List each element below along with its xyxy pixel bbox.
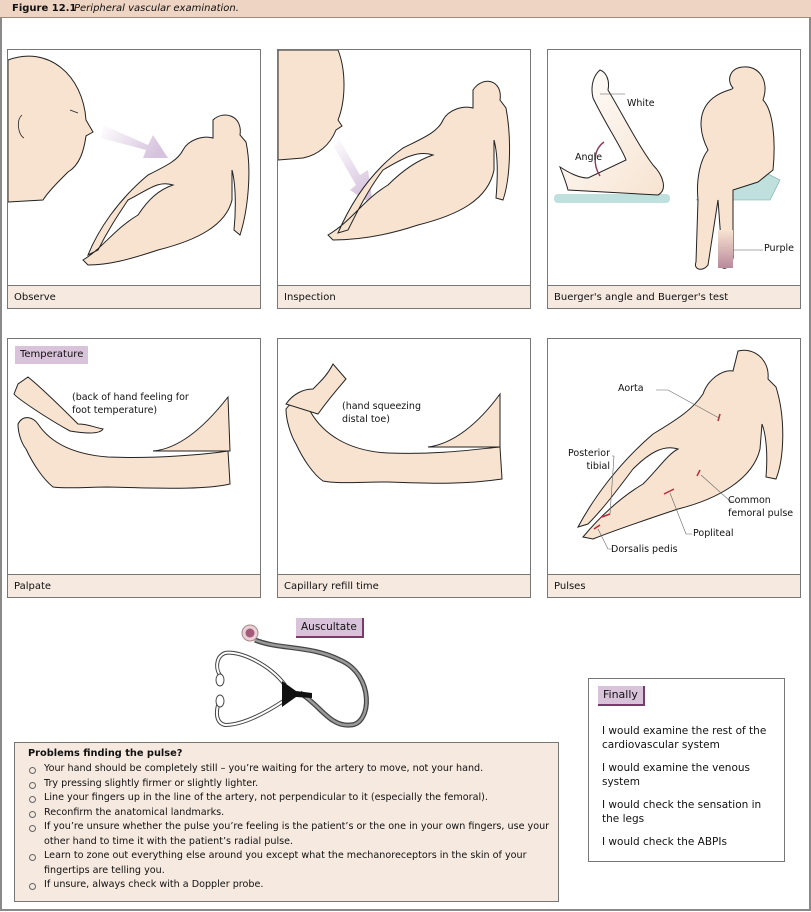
- figure-header: Figure 12.1 Peripheral vascular examinat…: [0, 0, 811, 18]
- problems-item: Your hand should be completely still – y…: [29, 762, 554, 777]
- gaze-arrow-icon: [101, 125, 168, 158]
- problems-title: Problems finding the pulse?: [28, 748, 183, 759]
- popliteal-pulse-mark: [663, 488, 675, 495]
- panel-inspection: Inspection: [277, 49, 531, 309]
- leg-icon: [285, 402, 503, 484]
- label-common-femoral: Common femoral pulse: [728, 495, 794, 519]
- panel-buerger: White Angle Purple Buerger's angle and B…: [547, 49, 801, 309]
- figure-number: Figure 12.1: [12, 3, 77, 14]
- finally-item: I would check the sensation in the legs: [602, 799, 762, 825]
- problems-item: If you’re unsure whether the pulse you’r…: [29, 820, 554, 849]
- aorta-pulse-mark: [717, 413, 721, 422]
- raised-leg-icon: [559, 69, 664, 196]
- problems-item-text: Learn to zone out everything else around…: [44, 850, 527, 876]
- panel-caption: Observe: [8, 285, 260, 308]
- panel-capillary-refill: (hand squeezing distal toe) Capillary re…: [277, 338, 531, 598]
- examiner-hand-icon: [285, 363, 347, 415]
- label-angle: Angle: [575, 152, 603, 163]
- problems-item-text: Line your fingers up in the line of the …: [44, 792, 488, 803]
- panel-caption: Buerger's angle and Buerger's test: [548, 285, 800, 308]
- problems-list: Your hand should be completely still – y…: [29, 762, 554, 893]
- bullet-icon: [29, 796, 36, 803]
- other-foot-icon: [427, 392, 501, 448]
- problems-item: Learn to zone out everything else around…: [29, 849, 554, 878]
- seated-patient-icon: [694, 66, 775, 270]
- patient-figure-icon: [576, 349, 784, 540]
- patient-figure-icon: [327, 80, 511, 241]
- panel-caption: Capillary refill time: [278, 574, 530, 597]
- problems-item-text: Reconfirm the anatomical landmarks.: [44, 806, 225, 818]
- palpate-note: (back of hand feeling for foot temperatu…: [72, 392, 189, 416]
- problems-item-text: If unsure, always check with a Doppler p…: [44, 879, 264, 890]
- inspection-illustration: [278, 50, 511, 241]
- panel-caption: Palpate: [8, 574, 260, 597]
- couch-icon: [554, 194, 670, 203]
- other-foot-icon: [152, 395, 231, 452]
- leg-icon: [17, 417, 231, 489]
- examiner-hand-icon: [13, 376, 104, 434]
- bullet-icon: [29, 781, 36, 789]
- bullet-icon: [29, 883, 36, 890]
- bullet-icon: [29, 767, 36, 774]
- problems-box: Problems finding the pulse? Your hand sh…: [14, 742, 559, 902]
- patient-figure-icon: [82, 114, 250, 266]
- problems-item: If unsure, always check with a Doppler p…: [29, 878, 554, 893]
- bullet-icon: [29, 854, 36, 861]
- capillary-note: (hand squeezing distal toe): [342, 401, 421, 425]
- dorsalis-pedis-pulse-mark: [593, 524, 601, 530]
- label-dorsalis-pedis: Dorsalis pedis: [611, 544, 678, 555]
- finally-box: Finally I would examine the rest of the …: [588, 678, 785, 862]
- femoral-pulse-mark: [696, 469, 701, 477]
- problems-item: Reconfirm the anatomical landmarks.: [29, 806, 554, 821]
- label-purple: Purple: [764, 243, 795, 254]
- problems-item: Line your fingers up in the line of the …: [29, 791, 554, 806]
- finally-item: I would examine the venous system: [602, 762, 750, 788]
- posterior-tibial-pulse-mark: [601, 513, 611, 518]
- buerger-illustration: [554, 66, 781, 270]
- observer-head-icon: [278, 50, 345, 161]
- panel-caption: Inspection: [278, 285, 530, 308]
- problems-item-text: Your hand should be completely still – y…: [44, 763, 484, 774]
- capillary-refill-illustration: [285, 363, 503, 484]
- panel-pulses: Aorta Posterior tibial Common femoral pu…: [547, 338, 801, 598]
- angle-arrow-icon: [594, 141, 605, 177]
- bullet-icon: [29, 825, 36, 832]
- finally-item: I would check the ABPIs: [602, 836, 727, 848]
- label-white: White: [627, 98, 655, 109]
- problems-item-text: Try pressing slightly firmer or slightly…: [44, 777, 259, 789]
- label-aorta: Aorta: [618, 383, 644, 394]
- observe-illustration: [8, 55, 250, 266]
- figure-title: Peripheral vascular examination.: [74, 3, 239, 14]
- panel-observe: Observe: [7, 49, 261, 309]
- finally-list: I would examine the rest of the cardiova…: [602, 724, 780, 858]
- observer-head-icon: [8, 55, 94, 203]
- temperature-tag: Temperature: [15, 346, 89, 364]
- auscultate-tag: Auscultate: [296, 618, 364, 638]
- panel-palpate: Temperature (back of hand feeling for fo…: [7, 338, 261, 598]
- problems-item: Try pressing slightly firmer or slightly…: [29, 777, 554, 792]
- panel-caption: Pulses: [548, 574, 800, 597]
- finally-item: I would examine the rest of the cardiova…: [602, 725, 767, 751]
- label-popliteal: Popliteal: [693, 528, 734, 539]
- problems-item-text: If you’re unsure whether the pulse you’r…: [44, 821, 550, 847]
- palpate-illustration: [13, 376, 231, 489]
- bullet-icon: [29, 810, 36, 818]
- stethoscope-icon: [214, 624, 369, 728]
- label-posterior-tibial: Posterior tibial: [568, 448, 610, 472]
- pulses-illustration: [576, 349, 784, 550]
- finally-tag: Finally: [598, 686, 645, 706]
- purple-foot-region: [718, 230, 733, 268]
